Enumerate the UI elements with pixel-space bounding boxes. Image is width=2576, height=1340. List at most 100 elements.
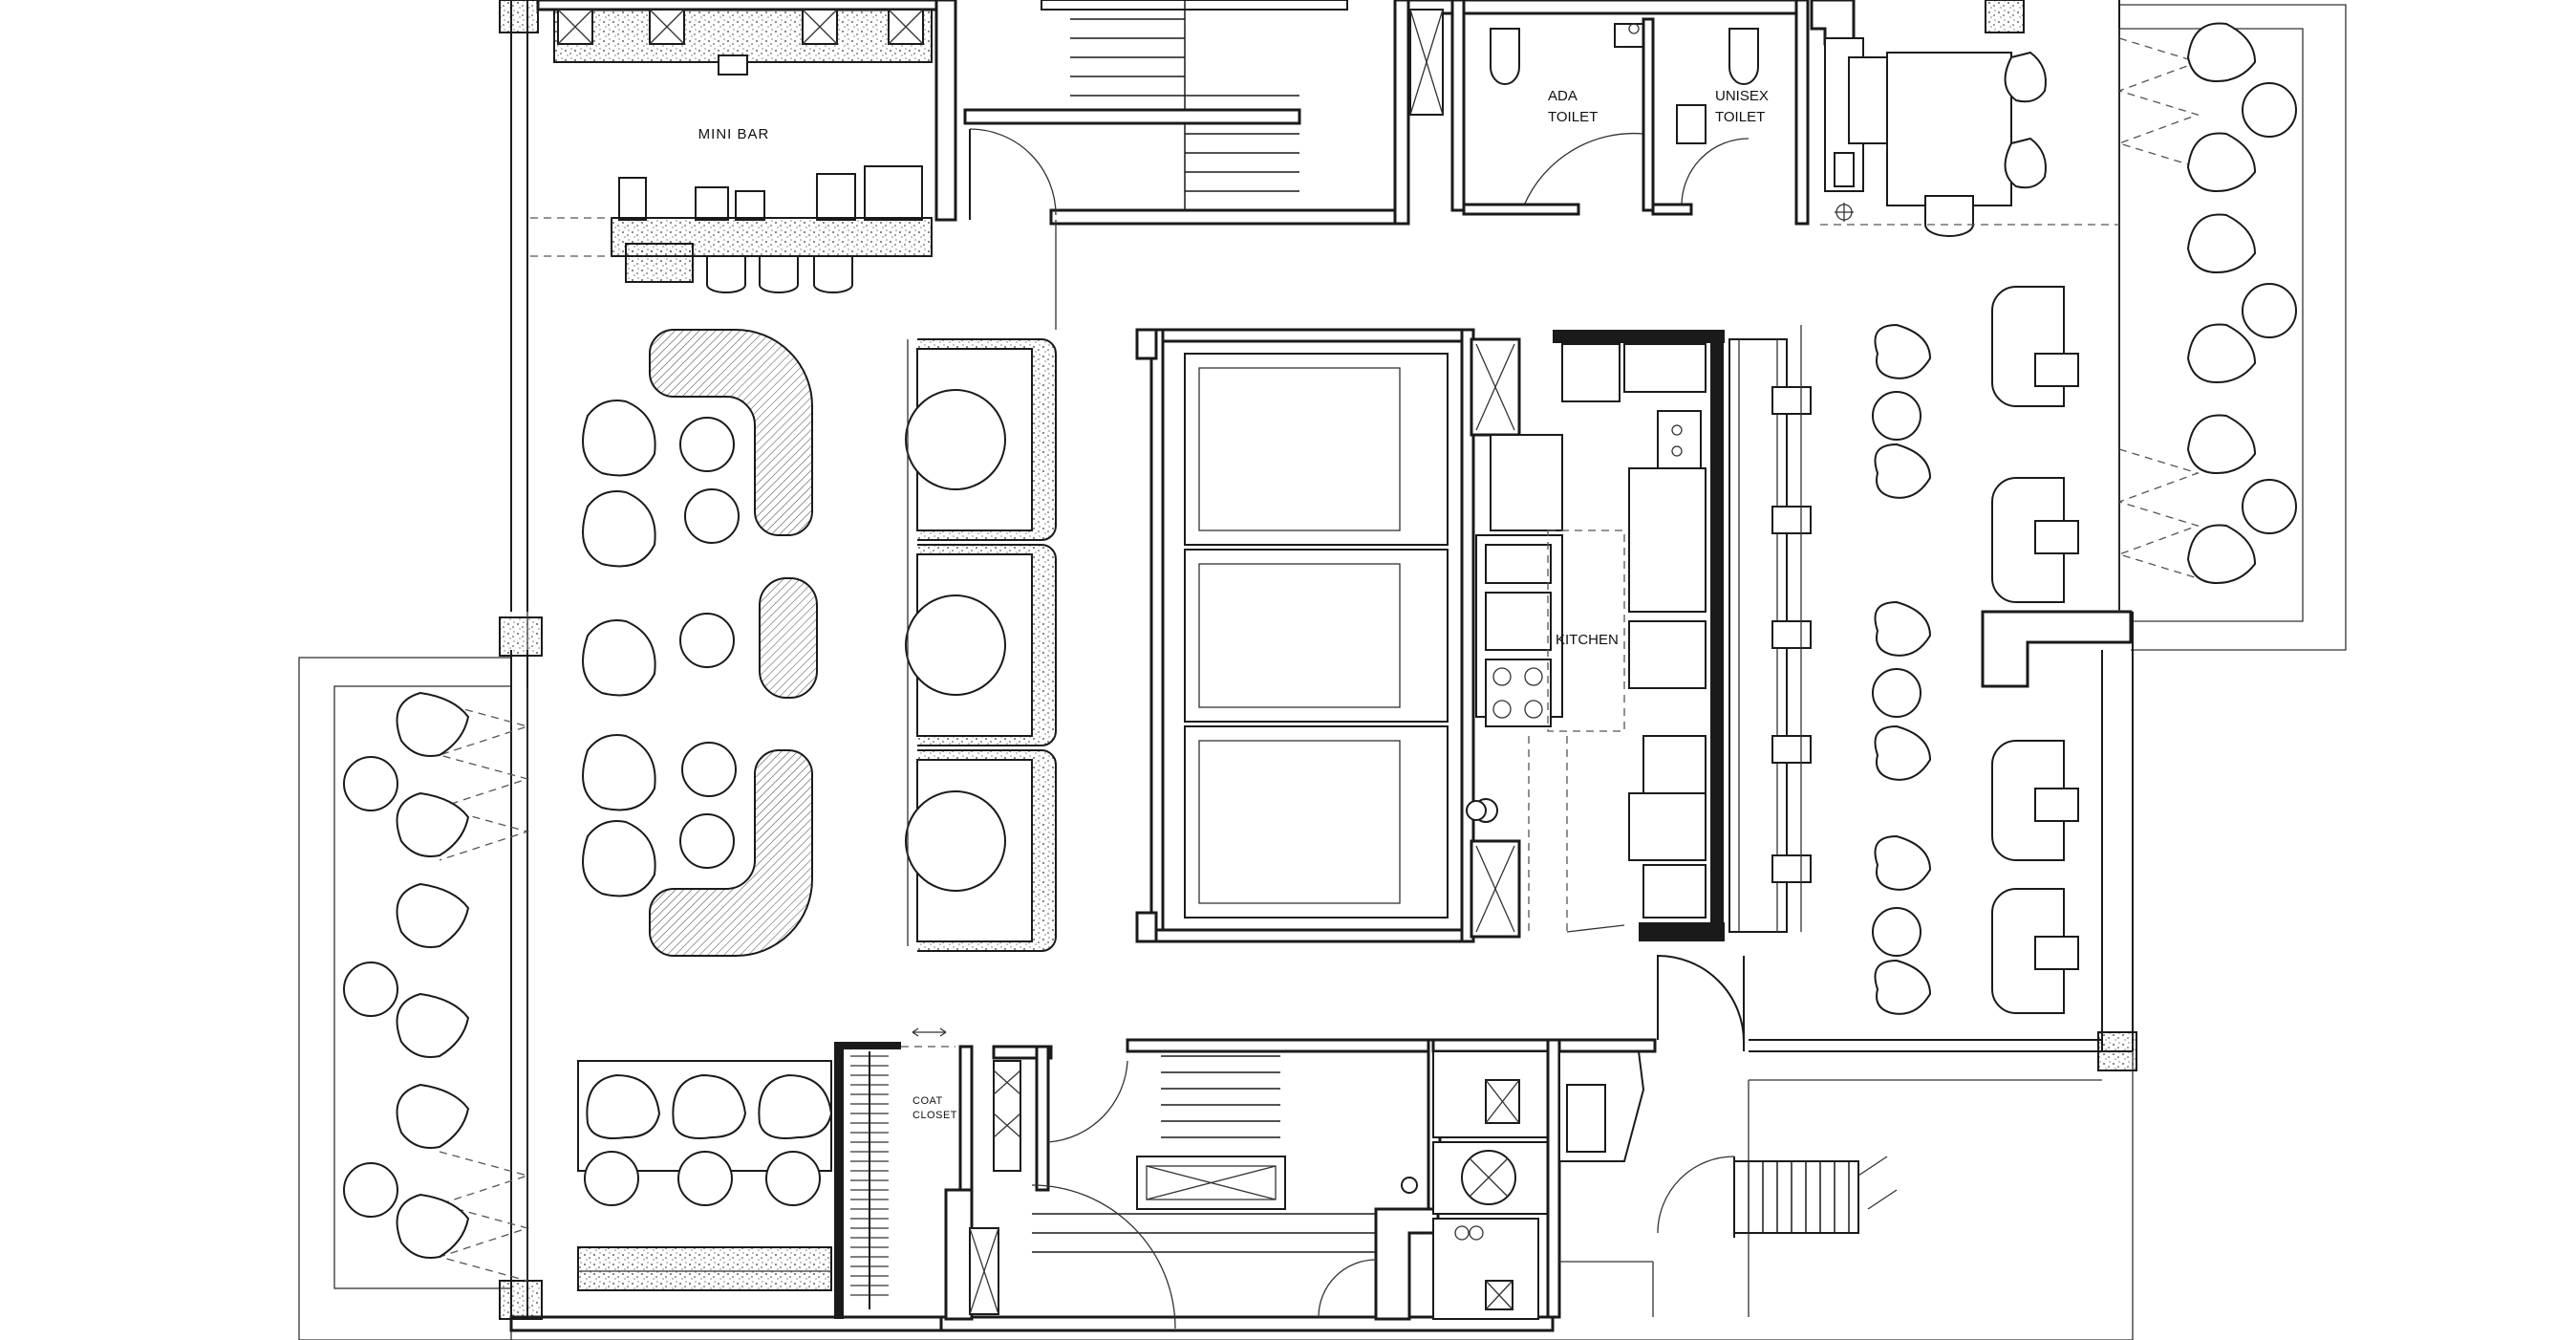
side-table (343, 1162, 398, 1218)
lounge-chair (582, 619, 656, 697)
cocktail-table (679, 613, 735, 668)
booth-table (905, 594, 1006, 696)
door-swing (1047, 1060, 1128, 1143)
lounge-chair (396, 1083, 470, 1149)
office (1820, 37, 2119, 237)
bar-stool (1771, 620, 1812, 649)
equipment (1566, 1084, 1606, 1153)
bar-stool (1771, 854, 1812, 883)
column (499, 616, 543, 657)
chair (1874, 834, 1932, 891)
wall (944, 1188, 974, 1321)
wall (958, 1045, 974, 1192)
lounge-chair (396, 1193, 470, 1259)
lounge-chair (396, 882, 470, 948)
cocktail-table (677, 1151, 733, 1206)
bar-stool (1771, 506, 1812, 534)
lounge-chair (582, 400, 656, 477)
l-column (1981, 610, 2133, 688)
side-table (343, 756, 398, 811)
refrigerator (1628, 792, 1707, 861)
booth-table (2034, 936, 2079, 970)
curved-banquette (649, 329, 813, 536)
booth-table (905, 389, 1006, 490)
column (499, 0, 539, 33)
center-core (1135, 328, 1521, 943)
wall (1462, 203, 1580, 216)
column (499, 1280, 543, 1320)
curved-banquette (649, 749, 813, 957)
elevator-shaft (1184, 725, 1449, 919)
lounge-chair (2186, 22, 2257, 83)
kitchen-wall (1639, 922, 1725, 941)
wall (1794, 0, 1810, 226)
office-chair (2004, 137, 2047, 189)
lounge-chair (672, 1073, 747, 1139)
column (2097, 1031, 2137, 1071)
door-swing (969, 128, 1057, 216)
wall (1374, 1207, 1440, 1321)
wall (1035, 1045, 1050, 1192)
oval-banquette (759, 577, 818, 699)
kitchen-wall (1710, 330, 1724, 941)
shaft (993, 1060, 1021, 1172)
ada-toilet-label: ADA (1548, 88, 1578, 104)
mini-bar-label: MINI BAR (698, 126, 770, 142)
zone-frames (1749, 659, 2103, 1052)
booth-table (905, 790, 1006, 892)
toilet (1490, 28, 1520, 85)
cafe-table (1872, 391, 1921, 441)
kitchen-wall (1553, 330, 1725, 343)
ada-toilet-label-2: TOILET (1548, 109, 1598, 125)
equipment (618, 177, 647, 221)
banquette (577, 1246, 832, 1291)
wall (1431, 1038, 1550, 1053)
lounge-chair (2186, 524, 2257, 585)
lounge-chair (586, 1073, 661, 1139)
bar-stool (813, 255, 853, 293)
south-west-lounge (577, 1060, 833, 1291)
folding-window-west (437, 688, 530, 1282)
booth-table (2034, 788, 2079, 822)
chair (1874, 443, 1932, 499)
side-table (2242, 283, 2297, 338)
stair-landing-wall (963, 108, 1301, 125)
equipment (695, 186, 729, 221)
lounge-chair (396, 791, 470, 857)
booth-seat (1991, 740, 2065, 861)
lounge-chair (2186, 213, 2257, 274)
cocktail-table (679, 813, 735, 869)
equipment (816, 173, 856, 221)
booth-table (2034, 353, 2079, 387)
cocktail-table (584, 1151, 639, 1206)
wall (1393, 0, 1410, 226)
elevator-shaft (1184, 353, 1449, 546)
equipment (735, 190, 765, 221)
elevator-shaft (1184, 549, 1449, 723)
bar-stool (706, 255, 746, 293)
chair (1834, 152, 1855, 187)
chair (1874, 600, 1932, 657)
wall (1546, 1038, 1561, 1319)
door-swing (1681, 138, 1750, 206)
door-swing (1318, 1259, 1377, 1318)
hood-outline (1547, 530, 1625, 732)
misc-lines (526, 220, 1802, 932)
core-wall (1149, 328, 1473, 343)
sink (1657, 410, 1702, 469)
rug (1886, 52, 2012, 206)
closet-wall (834, 1042, 844, 1319)
wall (1557, 1038, 1657, 1053)
chair (1874, 959, 1932, 1015)
office-chair (2004, 51, 2047, 103)
jamb (1135, 911, 1158, 943)
prep-table (1628, 620, 1707, 689)
kitchen-equipment (1490, 434, 1563, 531)
water-heater (1454, 1225, 1470, 1241)
coat-closet: COAT CLOSET (834, 1027, 974, 1321)
south-east-entry (1657, 954, 1898, 1238)
east-terrace-outline (2119, 4, 2347, 651)
folding-window-east (2116, 29, 2200, 612)
stair-wall (1041, 0, 1348, 11)
lounge-chair (2186, 132, 2257, 193)
